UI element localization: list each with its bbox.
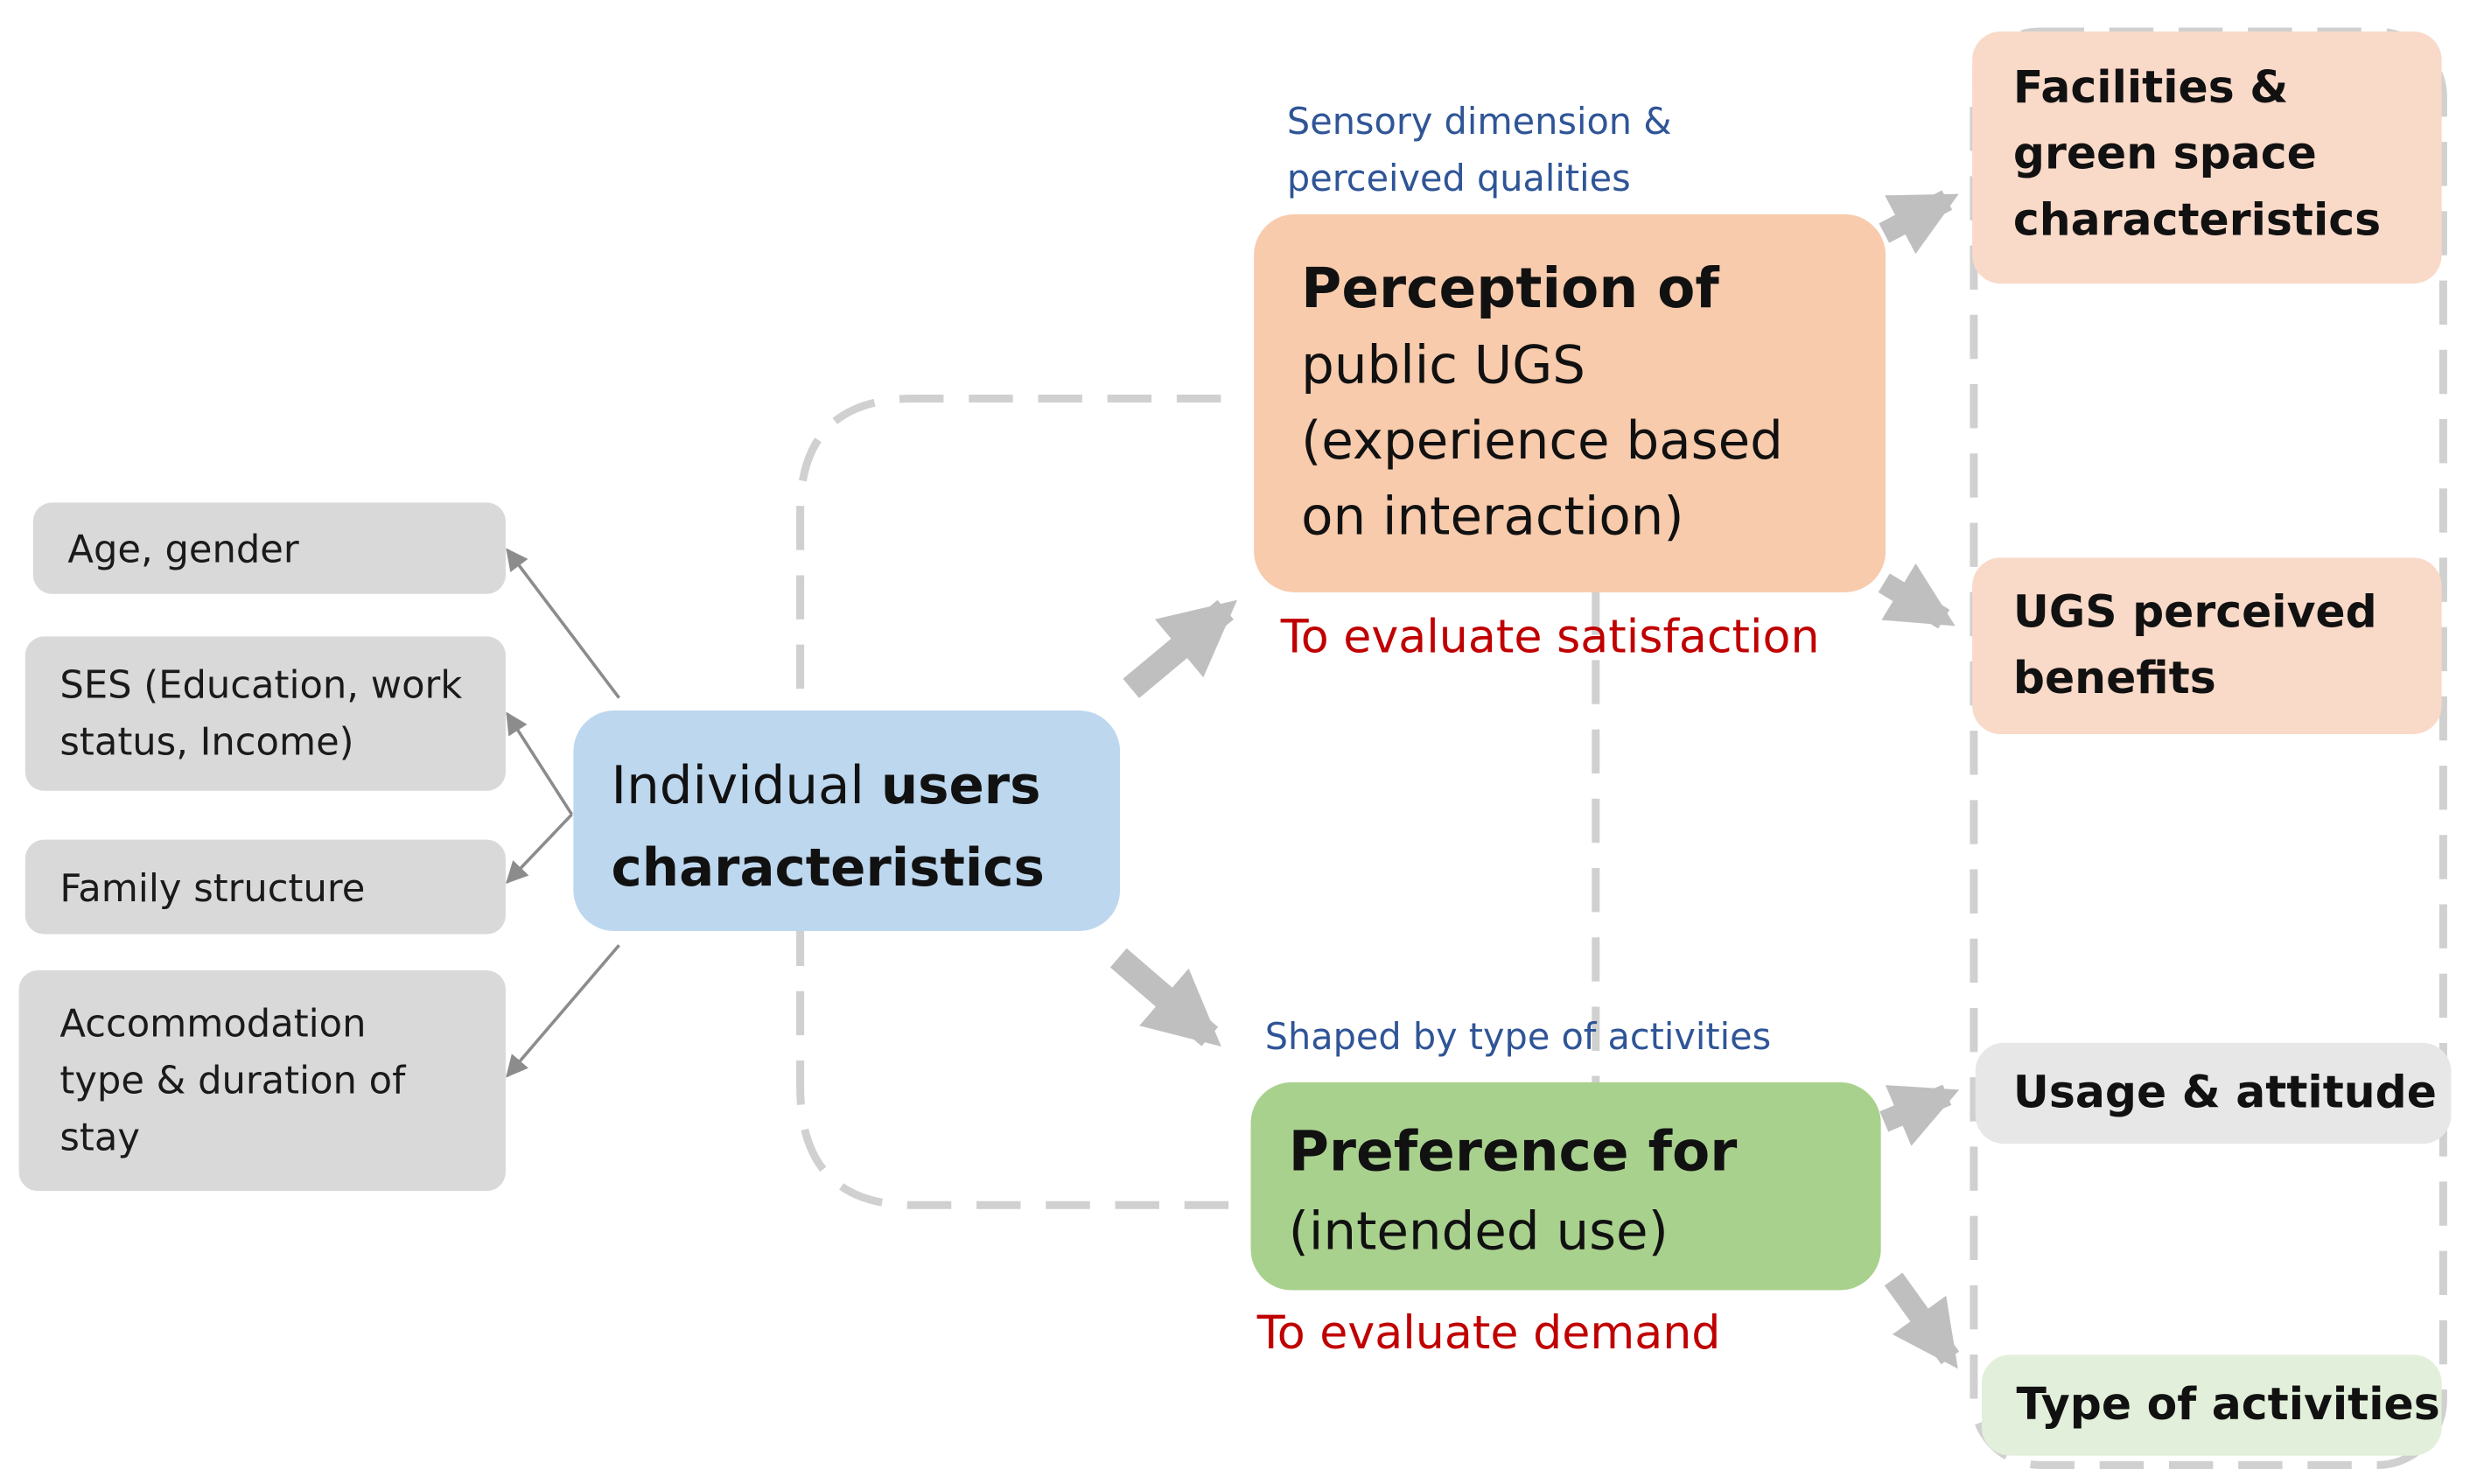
perception-line4: on interaction) [1301,485,1684,547]
preference-title: Preference for [1288,1121,1738,1185]
accommodation-label-line3: stay [59,1115,140,1160]
perception-annotation: Sensory dimension & perceived qualities [1287,94,1672,208]
activities-label: Type of activities [2016,1378,2440,1431]
facilities-box: Facilities & green space characteristics [1972,32,2442,284]
demand-evaluation-note: To evaluate demand [1256,1306,1721,1360]
arrow-to-perception [1123,599,1237,698]
arrow-to-age-gender [506,548,620,699]
ses-box: SES (Education, work status, Income) [24,636,506,791]
usage-attitude-box: Usage & attitude [1975,1042,2452,1144]
perception-line2: public UGS [1301,333,1586,396]
facilities-line1: Facilities & [2012,61,2289,114]
perception-line3: (experience based [1301,410,1783,472]
activities-box: Type of activities [1981,1354,2442,1456]
users-characteristics-regular: Individual [611,754,881,816]
ses-label-line1: SES (Education, work [59,662,463,708]
perception-title: Perception of [1301,258,1719,322]
users-characteristics-bold2: characteristics [611,836,1045,899]
arrow-to-accommodation [506,944,620,1078]
satisfaction-evaluation-note: To evaluate satisfaction [1280,609,1820,663]
arrow-to-family [505,813,573,885]
preference-box: Preference for (intended use) [1250,1082,1881,1291]
perception-box: Perception of public UGS (experience bas… [1254,214,1886,592]
perception-annotation-line1: Sensory dimension & [1286,102,1672,144]
arrow-to-benefits [1878,563,1956,629]
arrow-to-usage [1879,1084,1960,1146]
preference-line2: (intended use) [1288,1200,1669,1263]
family-structure-label: Family structure [59,866,366,911]
age-gender-label: Age, gender [67,528,299,572]
arrow-to-preference [1109,948,1221,1046]
arrow-to-facilities [1879,190,1959,255]
users-characteristics-box: Individual users characteristics [573,710,1121,932]
preference-annotation: Shaped by type of activities [1264,1018,1772,1059]
users-characteristics-line1: Individual users [612,746,1121,828]
accommodation-box: Accommodation type & duration of stay [18,970,506,1192]
facilities-line2: green space [2012,127,2317,180]
facilities-line3: characteristics [2012,193,2382,246]
accommodation-label-line2: type & duration of [59,1058,406,1103]
users-characteristics-line2: characteristics [612,827,1121,909]
family-structure-box: Family structure [24,839,506,934]
benefits-line1: UGS perceived [2012,585,2377,639]
users-characteristics-bold1: users [880,754,1041,816]
benefits-line2: benefits [2012,652,2216,704]
ses-label-line2: status, Income) [59,719,354,765]
perception-annotation-line2: perceived qualities [1286,158,1631,200]
arrow-to-ses [506,711,574,816]
arrow-to-activities [1884,1272,1960,1369]
benefits-box: UGS perceived benefits [1972,557,2442,734]
usage-attitude-label: Usage & attitude [2012,1066,2437,1119]
accommodation-label-line1: Accommodation [59,1002,367,1046]
age-gender-box: Age, gender [32,502,506,594]
